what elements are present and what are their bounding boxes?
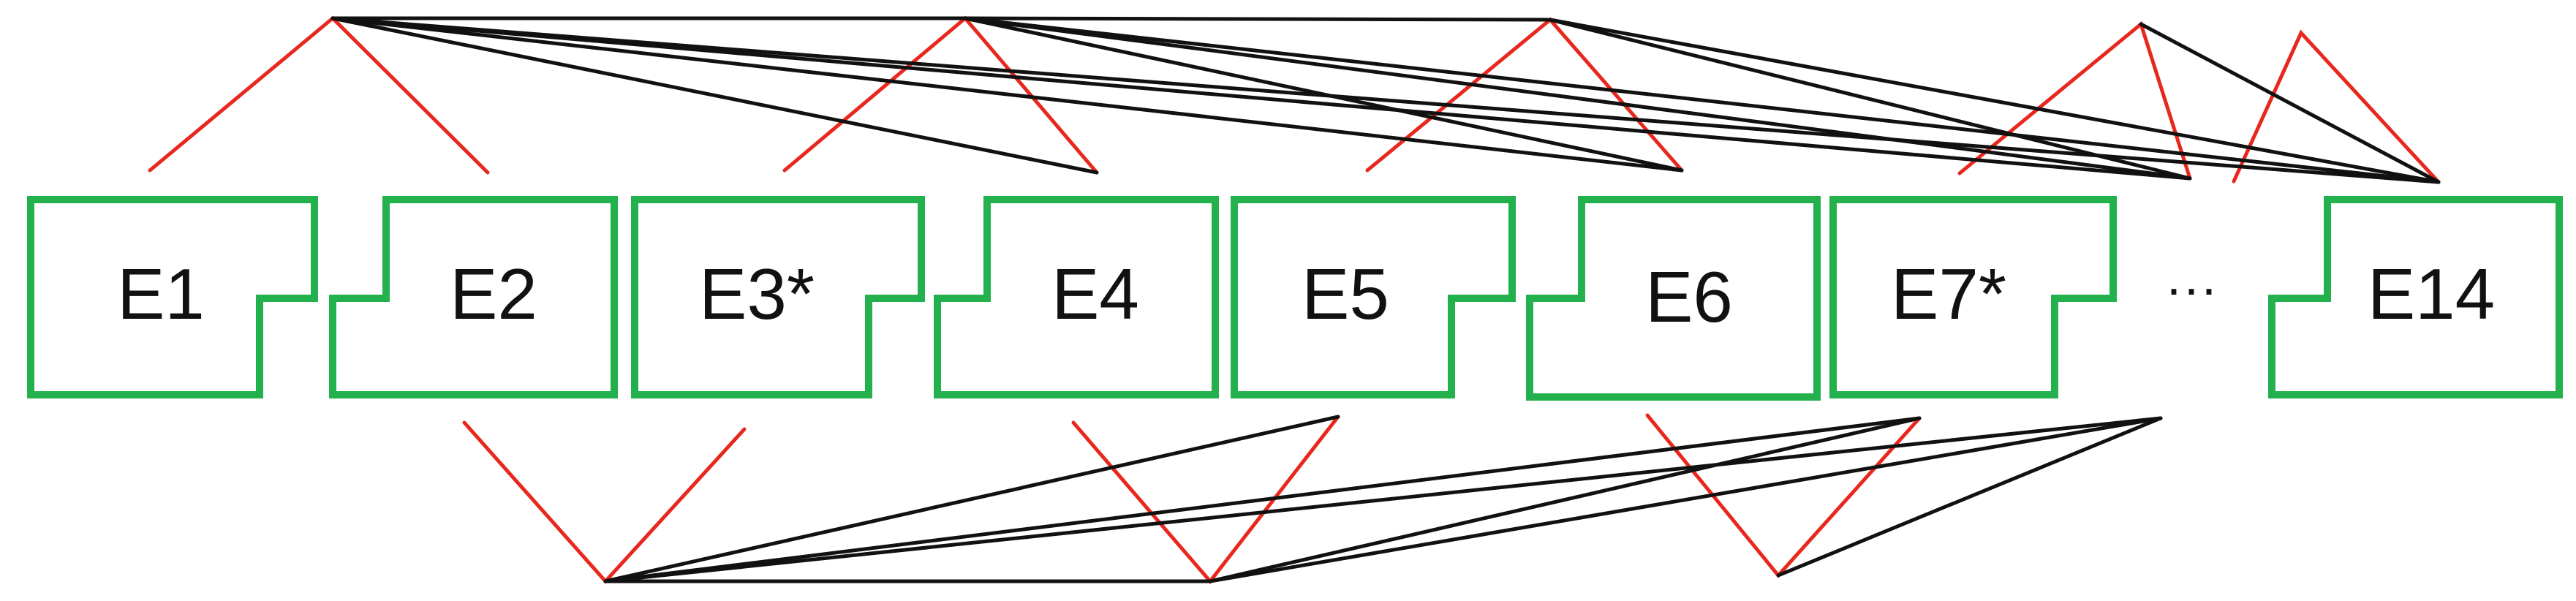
top-junction-black-line [963,16,2192,181]
exon-label: E6 [1645,257,1733,337]
exon-block-e4: E4 [934,196,1219,398]
exon-block-e6: E6 [1526,196,1821,401]
ellipsis: ··· [2165,260,2218,318]
exon-block-e1: E1 [27,196,318,398]
top-junction-black-line [1548,18,2441,184]
top-junction-black-line [963,16,2441,184]
bottom-junction-black-line [1208,416,2163,583]
bottom-junction-red-2 [1071,415,1340,584]
exon-block-e3: E3* [631,196,925,398]
exon-blocks: E1 E2 E3* E4 E5 E6 E7* [27,196,2563,401]
exon-block-e2: E2 [329,196,618,398]
top-junction-black-line [963,16,1684,173]
exon-label: E1 [117,254,205,334]
bottom-junction-black-line [1208,416,1922,583]
top-junction-red-1 [148,15,490,175]
top-junction-black-line [331,16,2192,181]
bottom-junction-black-line [1776,416,2163,578]
bottom-junction-black-line [603,416,1922,583]
top-junction-black-line [331,16,1684,173]
exon-label: E2 [450,254,537,334]
exon-label: E4 [1051,254,1139,334]
bottom-junction-red-1 [462,420,747,584]
top-junction-black-line [963,16,1552,22]
top-junctions [148,15,2441,184]
exon-block-e7: E7* [1829,196,2117,398]
bottom-junction-black-line [603,416,2163,583]
top-junction-red-5 [2232,29,2441,184]
top-junction-black-line [2139,22,2441,184]
exon-label: E5 [1302,254,1389,334]
exon-label: E3* [699,254,815,334]
bottom-junctions [462,413,2163,584]
exon-block-e14: E14 [2268,196,2563,398]
top-junction-black-line [1548,18,2192,181]
bottom-junction-red-3 [1645,413,1922,578]
bottom-junction-black-line [603,415,1340,583]
top-junction-black-line [331,16,1099,175]
top-junction-red-2 [782,15,1099,175]
exon-label: E7* [1891,254,2006,334]
exon-label: E14 [2368,254,2495,334]
exon-block-e5: E5 [1231,196,1516,398]
